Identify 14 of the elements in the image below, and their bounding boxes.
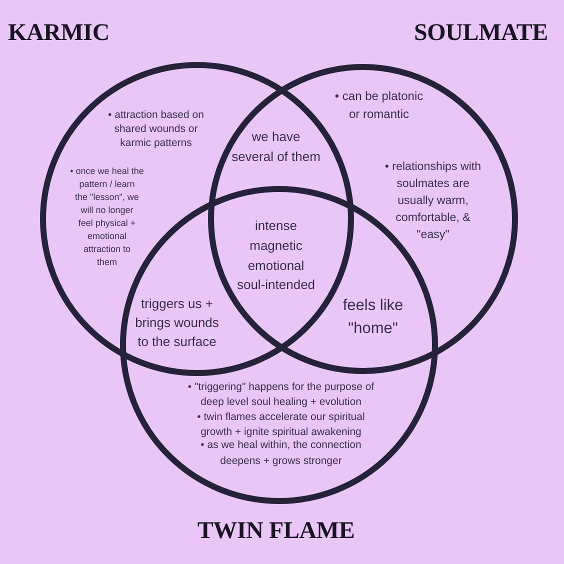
bullet-point-text: • as we heal within, the connection deepens + grows stronger [200,438,362,469]
bullet-point-text: • once we heal the pattern / learn the "lesson", we will no longer feel physical + emotional attraction to them [70,164,144,268]
set-title: SOULMATE [414,18,548,48]
set-title: TWIN FLAME [197,516,355,546]
overlap-label: feels like "home" [342,296,404,338]
set-title: KARMIC [8,18,110,48]
overlap-label: intense magnetic emotional soul-intended [236,217,316,294]
bullet-point-text: • "triggering" happens for the purpose of deep level soul healing + evolution [188,380,374,410]
overlap-label: triggers us + brings wounds to the surface [135,294,219,350]
bullet-point-text: • relationships with soulmates are usually warm, comfortable, & "easy" [384,158,482,242]
overlap-label: we have several of them [232,128,320,166]
bullet-point-text: • attraction based on shared wounds or karmic patterns [108,108,204,150]
bullet-point-text: • twin flames accelerate our spiritual growth + ignite spiritual awakening [197,410,365,440]
bullet-point-text: • can be platonic or romantic [334,88,424,123]
